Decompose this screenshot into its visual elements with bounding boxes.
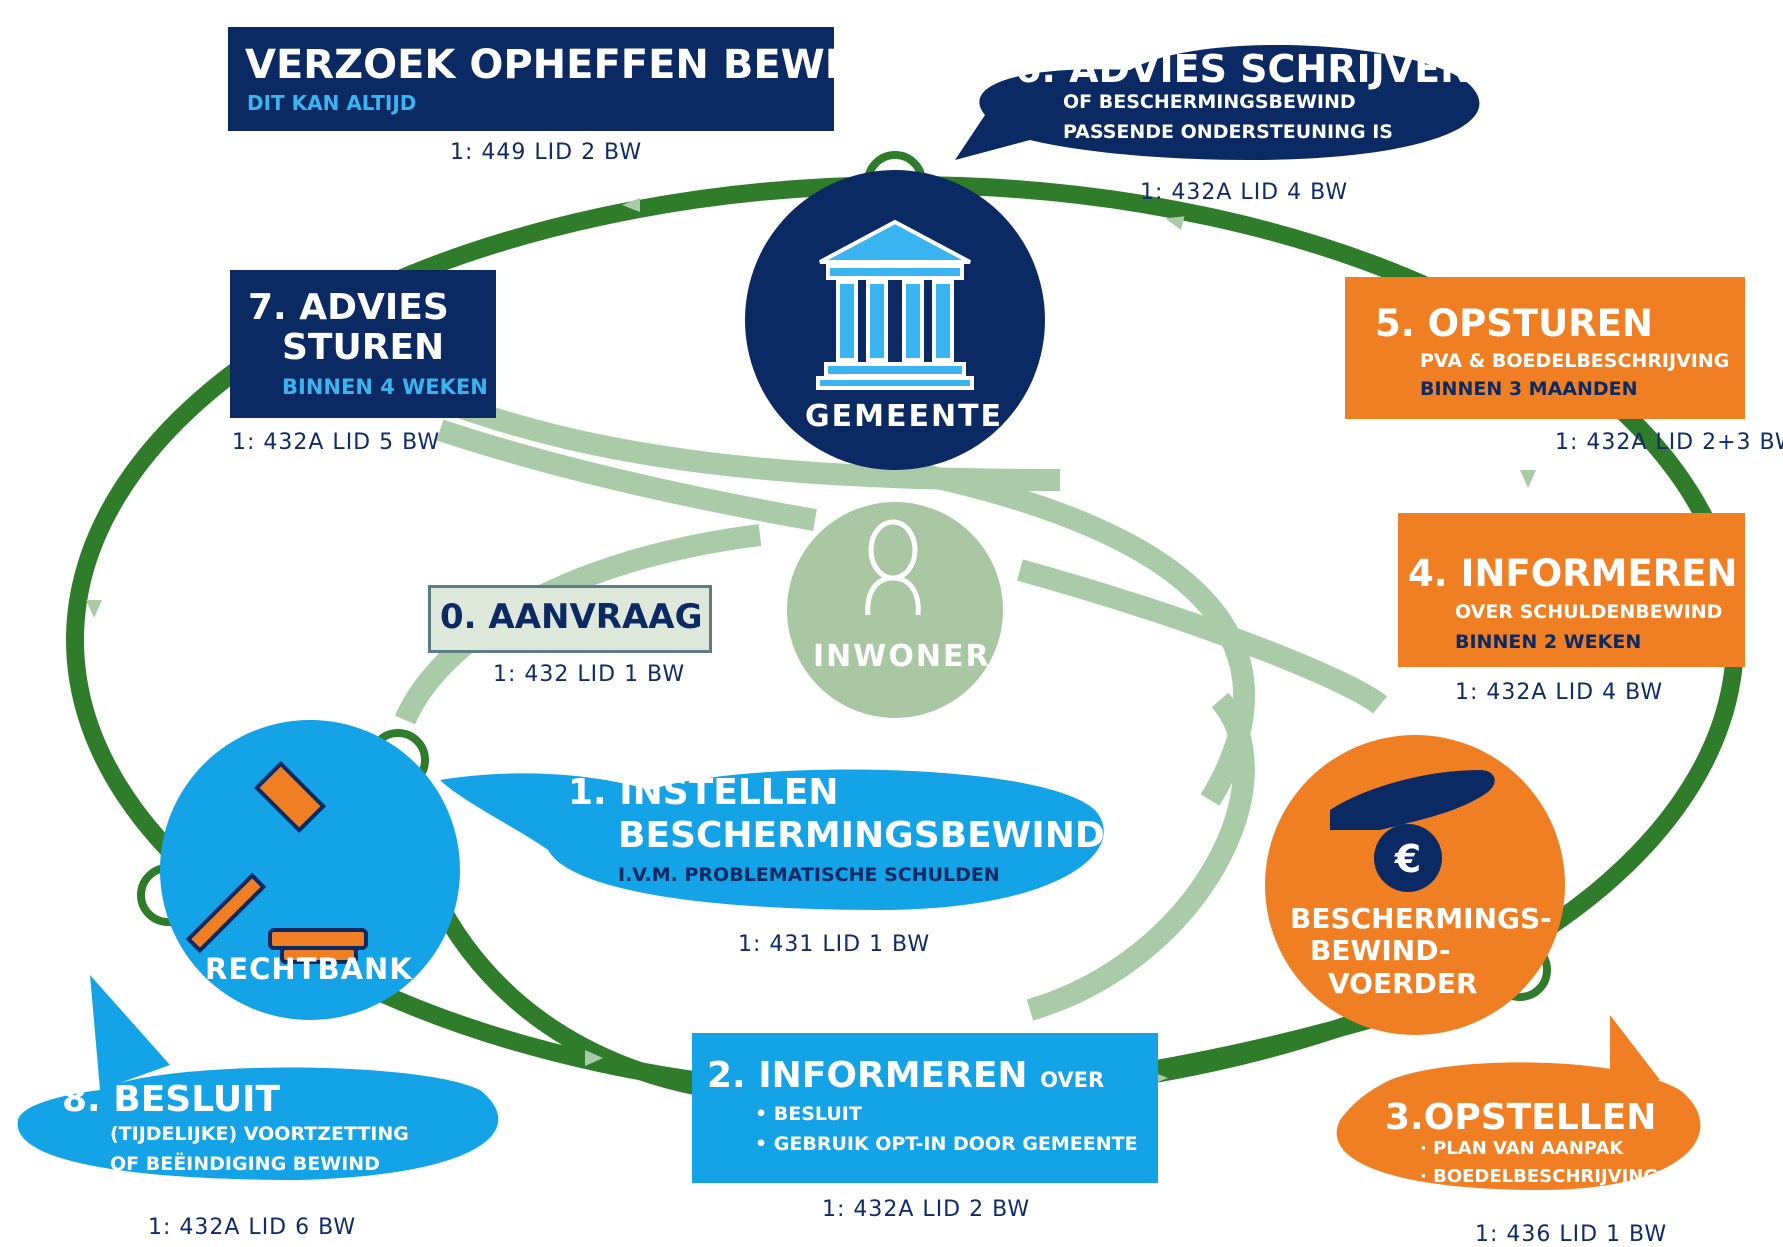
step0-ref: 1: 432 LID 1 BW — [493, 662, 686, 687]
inwoner-circle — [787, 502, 1003, 718]
step1-title-1: 1. INSTELLEN — [568, 772, 839, 813]
step6-sub-1: OF BESCHERMINGSBEWIND — [1063, 91, 1356, 113]
step2-bullet-1: • BESLUIT — [755, 1103, 862, 1125]
step2-title-suffix: OVER — [1040, 1068, 1105, 1092]
step1-sub: I.V.M. PROBLEMATISCHE SCHULDEN — [618, 864, 1000, 886]
ring-chevron — [622, 198, 640, 212]
bewindvoerder-label-1: BESCHERMINGS- — [1290, 902, 1552, 935]
gemeente-circle — [745, 170, 1045, 470]
bewindvoerder-label-2: BEWIND- — [1310, 934, 1451, 967]
step7-title-2: STUREN — [282, 327, 445, 368]
step0-box — [428, 585, 712, 653]
flow-arrow-to-inwoner-1 — [436, 419, 817, 531]
step4-sub: OVER SCHULDENBEWIND — [1455, 601, 1723, 623]
opheffen-ref: 1: 449 LID 2 BW — [450, 140, 643, 165]
step5-sub-2: BINNEN 3 MAANDEN — [1420, 378, 1638, 400]
step4-box — [1398, 513, 1745, 667]
step5-ref: 1: 432A LID 2+3 BW — [1555, 430, 1783, 455]
step6-sub-2: PASSENDE ONDERSTEUNING IS — [1063, 121, 1393, 143]
gavel-icon — [185, 760, 368, 964]
step3-title: 3.OPSTELLEN — [1385, 1097, 1657, 1138]
inner-flow-arrows — [394, 389, 1388, 1021]
step2-title-main: 2. INFORMEREN — [707, 1055, 1028, 1096]
step2-box — [692, 1033, 1158, 1183]
ring-chevron — [1520, 470, 1536, 488]
step3-bullet-1: · PLAN VAN AANPAK — [1420, 1138, 1624, 1159]
step2-title: 2. INFORMEREN OVER — [707, 1058, 1104, 1094]
step1-ref: 1: 431 LID 1 BW — [738, 932, 931, 957]
person-icon — [865, 519, 921, 616]
step5-sub: PVA & BOEDELBESCHRIJVING — [1420, 350, 1730, 372]
step8-sub-2: OF BEËINDIGING BEWIND — [110, 1153, 380, 1175]
bubble-step8 — [17, 975, 499, 1180]
step1-title-2: BESCHERMINGSBEWIND — [618, 815, 1105, 856]
step7-sub: BINNEN 4 WEKEN — [282, 375, 488, 399]
ring-chevron — [1165, 216, 1185, 230]
step8-sub-1: (TIJDELIJKE) VOORTZETTING — [110, 1123, 409, 1145]
step5-title: 5. OPSTUREN — [1375, 302, 1653, 345]
step5-box — [1345, 277, 1745, 419]
flow-arrow-to-rechtbank — [1026, 692, 1255, 1021]
bubble-step1 — [440, 769, 1104, 910]
bubble-step3 — [1336, 1015, 1701, 1190]
hand-euro-icon: € — [1330, 770, 1495, 892]
opheffen-box — [228, 27, 834, 131]
step7-title-1: 7. ADVIES — [248, 287, 449, 328]
svg-text:€: € — [1394, 837, 1421, 881]
gemeente-label: GEMEENTE — [805, 399, 1004, 434]
step4-ref: 1: 432A LID 4 BW — [1455, 680, 1664, 705]
step3-ref: 1: 436 LID 1 BW — [1475, 1222, 1668, 1247]
opheffen-title: VERZOEK OPHEFFEN BEWIND — [245, 42, 907, 88]
ring-chevrons — [86, 198, 1536, 1085]
bubble-step6 — [955, 44, 1480, 160]
step6-ref: 1: 432A LID 4 BW — [1140, 180, 1349, 205]
rechtbank-circle — [160, 720, 460, 1020]
step4-title: 4. INFORMEREN — [1408, 552, 1738, 595]
step0-title: 0. AANVRAAG — [440, 597, 703, 637]
step8-ref: 1: 432A LID 6 BW — [148, 1215, 357, 1240]
bewindvoerder-label-3: VOERDER — [1328, 967, 1478, 1000]
step6-title: 6. ADVIES SCHRIJVEN — [1015, 47, 1472, 91]
step8-title: 8. BESLUIT — [62, 1079, 281, 1120]
building-icon — [816, 219, 974, 390]
step2-ref: 1: 432A LID 2 BW — [822, 1197, 1031, 1222]
step7-box — [230, 270, 496, 418]
step7-ref: 1: 432A LID 5 BW — [232, 430, 441, 455]
flow-arrow-from-bewindvoerder — [1017, 559, 1388, 714]
rechtbank-label: RECHTBANK — [205, 952, 413, 986]
step2-bullet-2: • GEBRUIK OPT-IN DOOR GEMEENTE — [755, 1133, 1138, 1155]
opheffen-subtitle: DIT KAN ALTIJD — [247, 91, 417, 115]
inwoner-label: INWONER — [813, 639, 991, 674]
step4-sub-2: BINNEN 2 WEKEN — [1455, 631, 1642, 653]
step3-bullet-2: · BOEDELBESCHRIJVING — [1420, 1166, 1659, 1187]
ring-chevron — [585, 1050, 603, 1066]
ring-chevron — [86, 600, 102, 618]
